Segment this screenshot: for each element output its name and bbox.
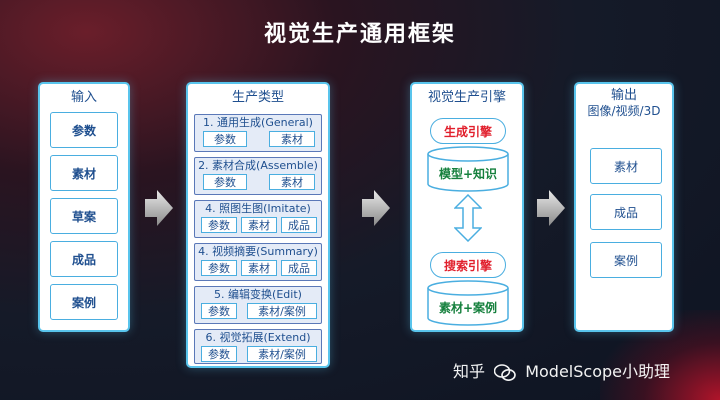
chip-params: 参数 [203,174,247,190]
generate-engine-label: 生成引擎 [430,118,506,144]
output-panel: 输出 图像/视频/3D 素材 成品 案例 [574,82,674,332]
group-label: 5. 编辑变换(Edit) [214,288,302,301]
input-item-product: 成品 [50,241,118,277]
material-store-label: 素材+案例 [438,301,498,315]
arrow-right-icon [362,190,390,226]
database-icon [427,146,509,192]
chip-material: 素材 [269,174,315,190]
chip-material-case: 素材/案例 [247,303,317,319]
engine-panel-title: 视觉生产引擎 [427,90,506,105]
group-label: 1. 通用生成(General) [203,116,313,129]
wechat-logo-icon [494,363,516,381]
output-item-material: 素材 [590,148,662,184]
watermark-prefix: 知乎 [453,362,486,381]
production-group-extend: 6. 视觉拓展(Extend) 参数 素材/案例 [194,329,322,364]
database-icon [427,280,509,326]
chip-params: 参数 [201,346,237,362]
chip-params: 参数 [201,260,237,276]
input-item-material: 素材 [50,155,118,191]
output-item-case: 案例 [590,242,662,278]
production-panel-title: 生产类型 [231,90,284,105]
production-panel: 生产类型 1. 通用生成(General) 参数 素材 2. 素材合成(Asse… [186,82,330,368]
input-item-draft: 草案 [50,198,118,234]
knowledge-store-label: 模型+知识 [438,167,498,181]
watermark: 知乎 ModelScope小助理 [453,358,670,382]
production-group-summary: 4. 视频摘要(Summary) 参数 素材 成品 [194,243,322,281]
chip-material: 素材 [241,217,277,233]
double-arrow-icon [454,194,482,242]
production-group-assemble: 2. 素材合成(Assemble) 参数 素材 [194,157,322,195]
production-group-edit: 5. 编辑变换(Edit) 参数 素材/案例 [194,286,322,324]
input-panel: 输入 参数 素材 草案 成品 案例 [38,82,130,332]
watermark-text: ModelScope小助理 [525,362,670,381]
input-item-case: 案例 [50,284,118,320]
knowledge-store-cylinder: 模型+知识 [426,146,510,192]
group-label: 2. 素材合成(Assemble) [198,159,318,172]
group-label: 4. 视频摘要(Summary) [198,245,318,258]
production-group-general: 1. 通用生成(General) 参数 素材 [194,114,322,152]
page-title: 视觉生产通用框架 [263,22,456,47]
arrow-right-icon [537,190,565,226]
chip-material: 素材 [241,260,277,276]
chip-params: 参数 [201,303,237,319]
chip-params: 参数 [203,131,247,147]
production-group-imitate: 4. 照图生图(Imitate) 参数 素材 成品 [194,200,322,238]
engine-panel: 视觉生产引擎 生成引擎 模型+知识 搜索引擎 素材+案例 [410,82,524,332]
chip-material: 素材 [269,131,315,147]
group-label: 4. 照图生图(Imitate) [205,202,311,215]
chip-product: 成品 [281,217,317,233]
output-panel-subtitle: 图像/视频/3D [587,104,661,118]
chip-product: 成品 [281,260,317,276]
arrow-right-icon [145,190,173,226]
chip-material-case: 素材/案例 [247,346,317,362]
search-engine-label: 搜索引擎 [430,252,506,278]
output-item-product: 成品 [590,194,662,230]
input-panel-title: 输入 [70,90,97,105]
group-label: 6. 视觉拓展(Extend) [205,331,311,344]
chip-params: 参数 [201,217,237,233]
input-item-params: 参数 [50,112,118,148]
material-store-cylinder: 素材+案例 [426,280,510,326]
output-panel-title: 输出 [610,88,637,103]
